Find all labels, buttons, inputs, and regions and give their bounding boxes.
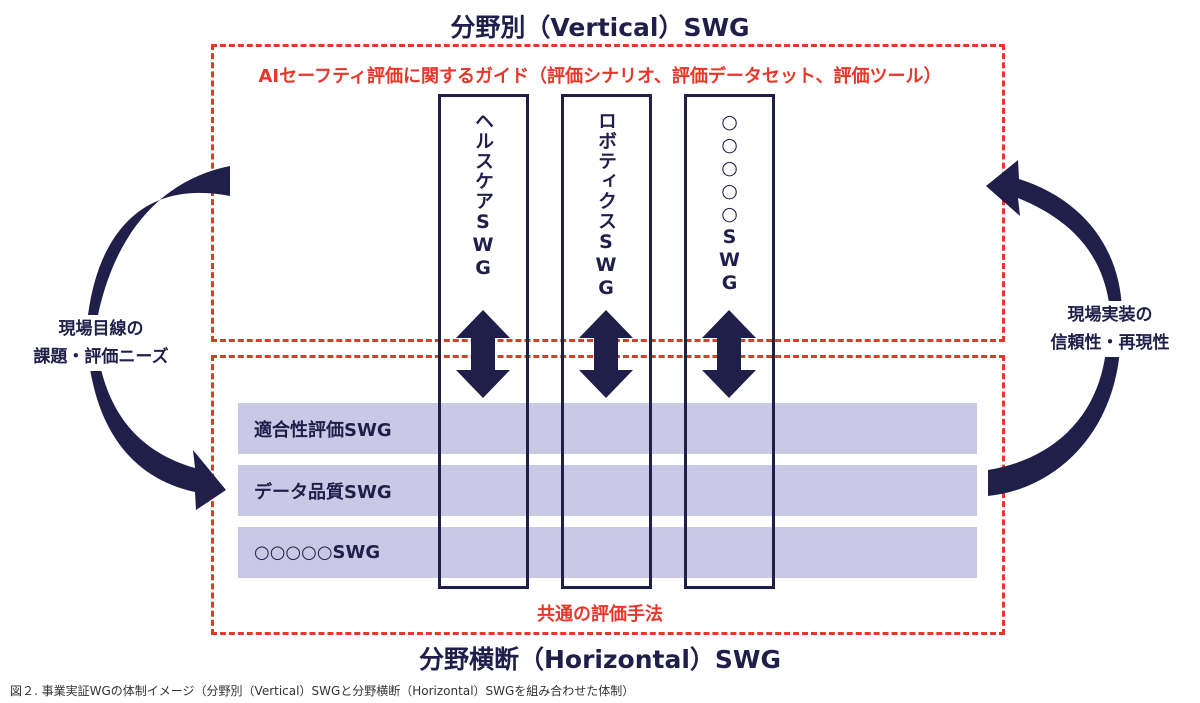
horizontal-swg-label: ○○○○○SWG	[254, 542, 381, 563]
vertical-swg-column: ヘルスケアSWG	[438, 94, 529, 589]
vertical-swg-label: ヘルスケアSWG	[472, 111, 494, 280]
horizontal-swg-row: ○○○○○SWG	[238, 527, 977, 578]
left-cycle-label: 現場目線の 課題・評価ニーズ	[16, 315, 186, 371]
vertical-swg-label: ロボティクスSWG	[595, 111, 617, 300]
right-cycle-label-line: 現場実装の	[1067, 305, 1153, 325]
left-cycle-label-line: 現場目線の	[58, 319, 144, 339]
vertical-guide-label: AIセーフティ評価に関するガイド（評価シナリオ、評価データセット、評価ツール）	[258, 66, 942, 87]
common-method-label: 共通の評価手法	[537, 604, 663, 625]
horizontal-swg-title: 分野横断（Horizontal）SWG	[418, 645, 781, 674]
curved-arrow-right-icon	[986, 160, 1122, 496]
curved-arrow-left-icon	[88, 166, 230, 510]
figure-caption: 図２. 事業実証WGの体制イメージ（分野別（Vertical）SWGと分野横断（…	[10, 684, 635, 698]
vertical-swg-column: ロボティクスSWG	[561, 94, 652, 589]
right-cycle-label: 現場実装の 信頼性・再現性	[1030, 301, 1190, 357]
vertical-swg-title: 分野別（Vertical）SWG	[450, 13, 750, 42]
double-arrow-icon	[456, 310, 510, 398]
double-arrow-icon	[579, 310, 633, 398]
horizontal-swg-row: 適合性評価SWG	[238, 403, 977, 454]
vertical-swg-label: ○○○○○SWG	[718, 111, 741, 295]
left-cycle-label-line: 課題・評価ニーズ	[33, 347, 169, 367]
right-cycle-label-line: 信頼性・再現性	[1050, 333, 1170, 353]
double-arrow-icon	[702, 310, 756, 398]
horizontal-swg-label: 適合性評価SWG	[254, 419, 392, 441]
vertical-swg-column: ○○○○○SWG	[684, 94, 775, 589]
horizontal-swg-row: データ品質SWG	[238, 465, 977, 516]
horizontal-swg-label: データ品質SWG	[254, 481, 392, 503]
